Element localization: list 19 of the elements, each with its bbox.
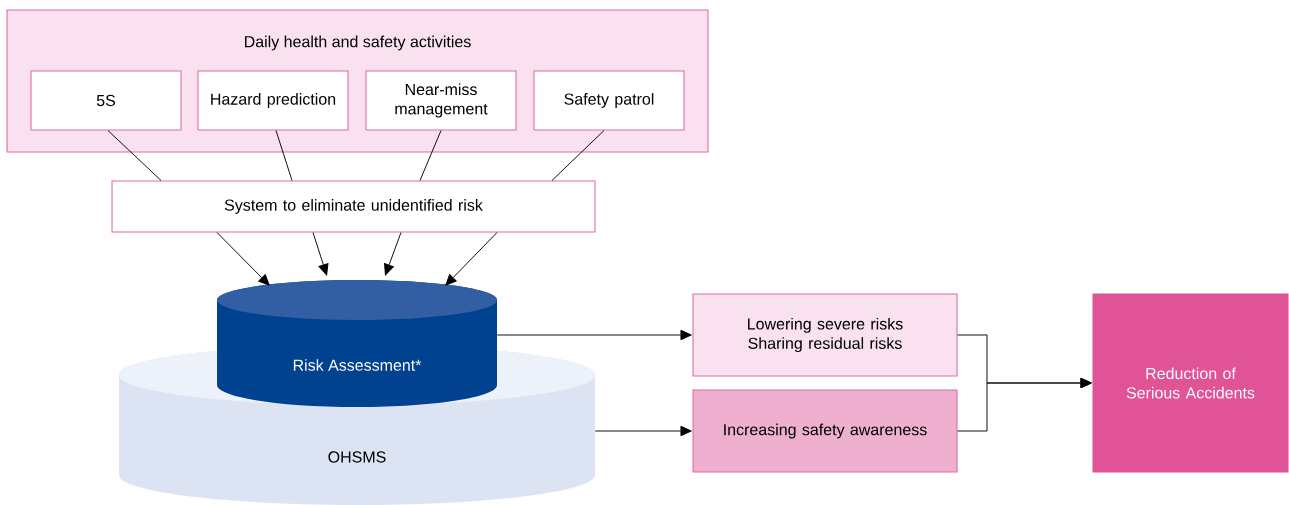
arrow <box>594 425 692 437</box>
process-box: System to eliminate unidentified risk <box>111 180 596 233</box>
outcome-box: Lowering severe risks Sharing residual risks <box>692 293 958 377</box>
result-box: Reduction of Serious Accidents <box>1092 293 1289 473</box>
activity-box: Safety patrol <box>533 70 685 131</box>
arrow <box>496 329 692 341</box>
arrow <box>216 232 270 286</box>
outcome-box: Increasing safety awareness <box>692 389 958 473</box>
connector-line <box>419 130 442 181</box>
arrow <box>957 377 1092 432</box>
arrow <box>384 232 402 276</box>
connector-line <box>551 130 605 181</box>
connector-line <box>275 130 293 181</box>
arrow <box>445 232 498 286</box>
arrow <box>312 232 329 276</box>
cylinder: Risk Assessment* <box>217 280 497 407</box>
activity-box: Hazard prediction <box>197 70 349 131</box>
activity-box: 5S <box>30 70 182 131</box>
activity-box: Near-miss management <box>365 70 517 131</box>
